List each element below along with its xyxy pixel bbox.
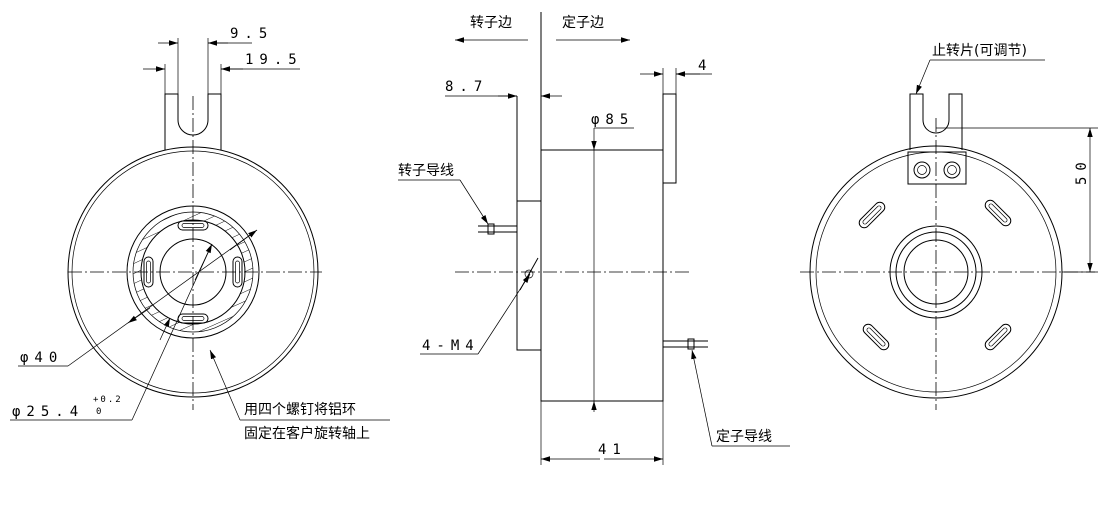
rotor-leads-label: 转子导线 [398,163,454,179]
rear-mount-screw-right [943,161,961,179]
dim-dia85-label: φ85 [591,112,634,128]
front-slot-right-inner [235,260,240,284]
rear-hub-outer [889,225,983,319]
stop-tab-leader [915,59,931,95]
front-stop-tab [164,93,222,150]
front-slot-top-inner [181,223,205,228]
dim-dia25-arrow-bottom [159,317,171,341]
rear-slot-bottom-left [862,323,890,351]
rear-mount-screw-left [913,161,931,179]
rear-slot-top-left [858,201,886,229]
front-hub-outer [126,205,260,339]
note-leader [209,349,241,421]
rear-mount-block [907,151,967,185]
front-bore [159,238,227,306]
dim-50-label: 50 [1074,156,1090,185]
dim-dia40-arrow-bottom [127,307,151,324]
screws-label: 4-M4 [422,338,480,354]
rear-mount-screw-right-inner [947,165,957,175]
side-main-body [540,149,664,402]
dim-dia40-label: φ40 [20,350,63,366]
rotor-side-label: 转子边 [470,15,512,31]
front-outer-circle [67,146,319,398]
dim-dia25-arrow-top [194,243,213,281]
side-stop-plate [662,93,677,184]
dim-dia25-tol-upper: +0.2 [93,395,123,405]
dim-dia40-arrow-top [229,229,258,251]
front-slot-left [143,256,154,288]
stator-side-label: 定子边 [562,15,604,31]
front-slot-top [177,220,209,231]
stator-leads-leader [691,349,713,447]
front-hub-ring [132,211,254,333]
front-slot-right [232,256,243,288]
front-slot-bottom-inner [181,316,205,321]
front-hub-hatching [132,212,253,332]
dim-8-7-label: 8.7 [445,79,488,95]
dim-dia25-tol-lower: 0 [96,407,103,417]
stator-leads-label: 定子导线 [716,429,772,445]
dim-4-label: 4 [698,58,712,74]
front-hub-ring-inner [140,219,246,325]
rear-view: 止转片(可调节) 50 [800,43,1098,410]
stop-tab-label: 止转片(可调节) [932,43,1027,59]
rear-stop-tab [909,93,963,150]
rear-hub-ring [895,231,977,313]
note-line2: 固定在客户旋转轴上 [244,425,370,442]
side-rotor-flange [516,200,542,351]
rotor-leads-leader [459,179,489,225]
rotor-lead-wires [478,223,517,235]
front-slot-left-inner [146,260,151,284]
dim-9-5-label: 9.5 [230,26,273,42]
stator-lead-wires [663,338,708,350]
dim-dia40-line [67,229,258,367]
dim-19-5-label: 19.5 [245,52,303,68]
screws-leader [477,273,531,355]
side-view: 转子边 定子边 8.7 4 φ85 [398,12,790,465]
rear-slot-top-right [984,199,1012,227]
front-view: 9.5 19.5 φ40 φ25.4 +0.2 0 用四个螺钉将铝环 固定在客户… [10,26,390,442]
rear-slot-bottom-right [984,323,1012,351]
dim-41-label: 41 [598,442,627,458]
rear-mount-screw-left-inner [917,165,927,175]
rear-bore [903,239,969,305]
dim-dia25-label: φ25.4 [12,404,84,420]
front-outer-circle-inner-edge [71,150,315,394]
dim-dia25-line [131,243,213,421]
note-line1: 用四个螺钉将铝环 [244,402,356,418]
